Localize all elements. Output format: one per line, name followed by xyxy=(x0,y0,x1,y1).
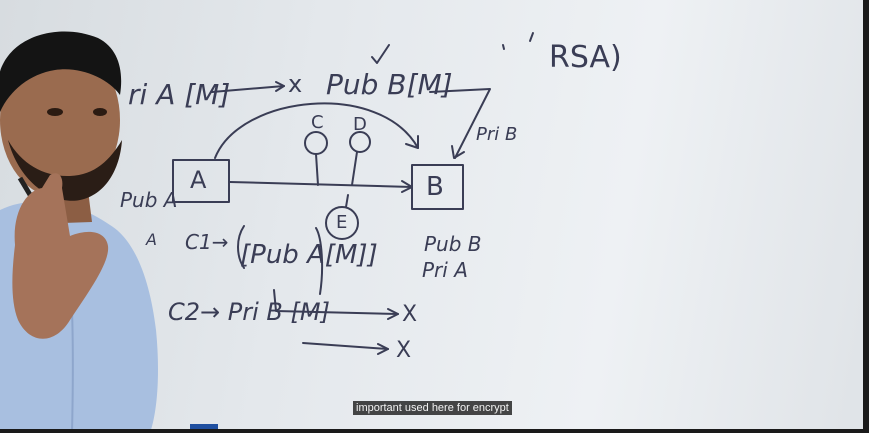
presenter-hair xyxy=(0,31,122,112)
pri-b-label: Pri B xyxy=(476,124,518,145)
presenter-figure xyxy=(0,31,218,433)
letter-c-label: C xyxy=(311,112,324,133)
pub-b-m-label: Pub B[M] xyxy=(326,68,453,101)
c2-expression: C2→ Pri B [M] xyxy=(168,298,330,326)
box-a-label: A xyxy=(190,166,207,194)
presenter-beard xyxy=(8,140,122,201)
presenter-hand xyxy=(12,173,109,339)
presenter-head xyxy=(0,42,120,198)
letter-d-label: D xyxy=(353,114,367,135)
pri-a-under-label: Pri A xyxy=(422,258,468,282)
frame-edge-right xyxy=(863,0,869,433)
c1-label: C1→ xyxy=(185,230,229,254)
x-top-label: x xyxy=(288,70,303,98)
subtitle-caption: important used here for encrypt xyxy=(353,401,512,415)
pub-b-under-label: Pub B xyxy=(424,232,482,256)
frame-edge-bottom xyxy=(0,429,869,433)
left-a-label: A xyxy=(146,230,157,249)
pri-a-m-label: ri A [M] xyxy=(128,78,231,111)
box-b-label: B xyxy=(426,172,444,202)
x-middle-label: X xyxy=(402,302,418,327)
c1-expression: [Pub A[M]] xyxy=(240,240,378,270)
eve-label: E xyxy=(336,212,348,233)
x-bottom-label: X xyxy=(396,338,412,363)
rsa-label: RSA) xyxy=(549,40,622,75)
pub-a-label: Pub A xyxy=(120,188,178,212)
